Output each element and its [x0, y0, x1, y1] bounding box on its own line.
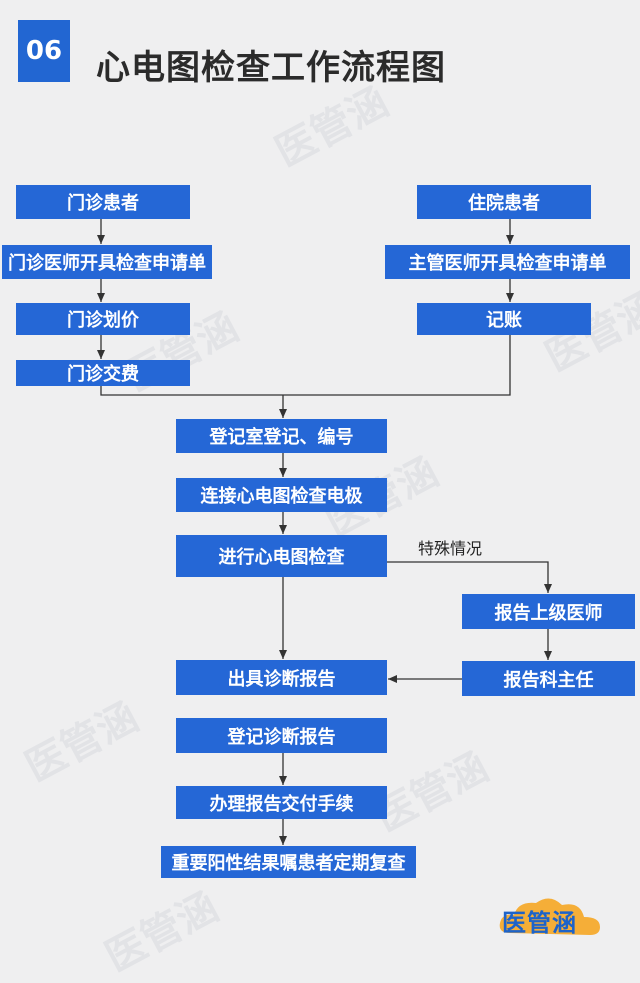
special-case-label: 特殊情况	[418, 539, 483, 558]
node-inpatient-order: 主管医师开具检查申请单	[385, 245, 630, 279]
logo: 医管涵	[496, 893, 606, 943]
node-payment: 门诊交费	[16, 360, 190, 386]
flow-connectors	[97, 218, 552, 845]
node-outpatient: 门诊患者	[16, 185, 190, 219]
node-deliver-report: 办理报告交付手续	[176, 786, 387, 819]
logo-text: 医管涵	[502, 909, 577, 937]
node-inpatient: 住院患者	[417, 185, 591, 219]
node-log-report: 登记诊断报告	[176, 718, 387, 753]
node-issue-report: 出具诊断报告	[176, 660, 387, 695]
node-followup: 重要阳性结果嘱患者定期复查	[161, 846, 416, 878]
node-exam: 进行心电图检查	[176, 535, 387, 577]
node-electrodes: 连接心电图检查电极	[176, 478, 387, 512]
node-report-director: 报告科主任	[462, 661, 635, 696]
node-outpatient-order: 门诊医师开具检查申请单	[2, 245, 212, 279]
merge-line	[100, 334, 511, 396]
arrow-exam-to-senior	[385, 561, 552, 593]
section-number-badge: 06	[18, 20, 70, 82]
node-pricing: 门诊划价	[16, 303, 190, 335]
node-report-senior: 报告上级医师	[462, 594, 635, 629]
page-title: 心电图检查工作流程图	[96, 48, 446, 88]
node-billing: 记账	[417, 303, 591, 335]
node-registration: 登记室登记、编号	[176, 419, 387, 453]
cloud-icon	[499, 898, 600, 935]
